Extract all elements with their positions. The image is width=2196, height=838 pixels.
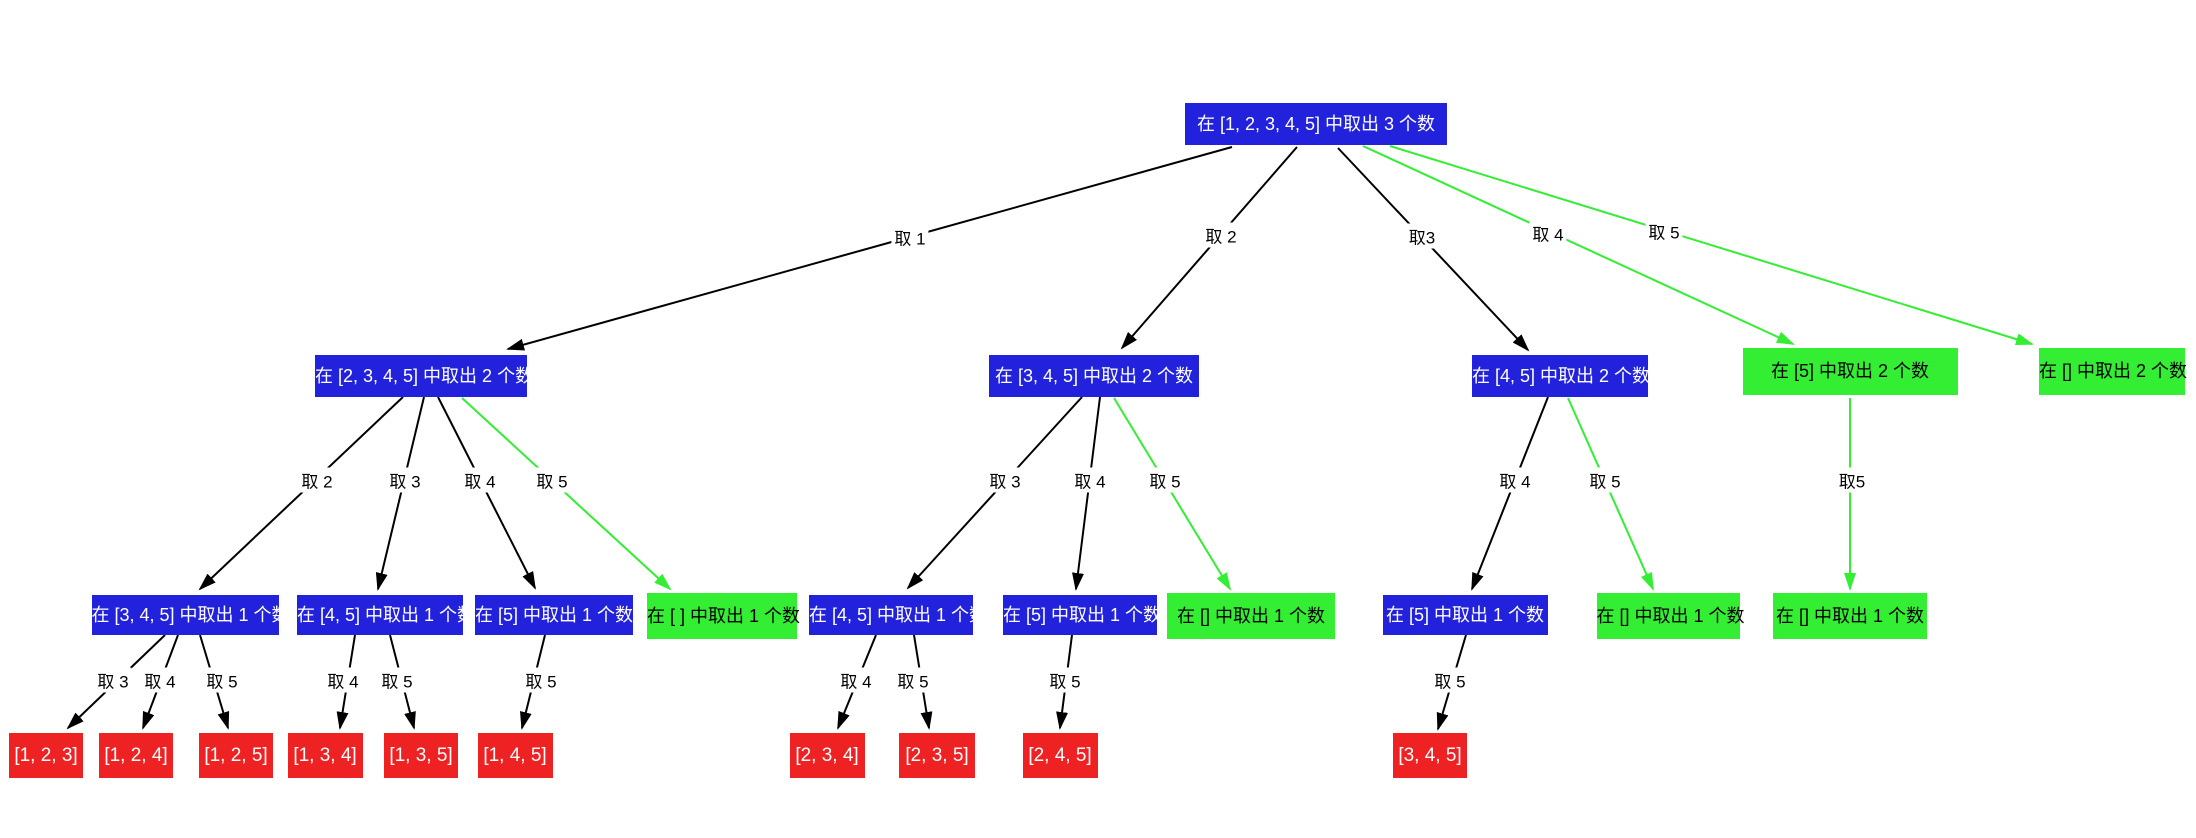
edge-label: 取 5 — [1586, 467, 1624, 493]
tree-node-leaf-245: [2, 4, 5] — [1022, 733, 1098, 778]
tree-node-leaf-123: [1, 2, 3] — [9, 733, 83, 778]
edge-label: 取 4 — [461, 467, 499, 493]
edge-label: 取 2 — [1202, 222, 1240, 248]
tree-edge — [1113, 397, 1232, 591]
tree-node-n3-empty-c: 在 [] 中取出 1 个数 — [1596, 593, 1745, 639]
tree-node-n3-345: 在 [3, 4, 5] 中取出 1 个数 — [91, 595, 290, 635]
edge-label: 取 4 — [1529, 220, 1567, 246]
tree-node-n3-empty-a: 在 [ ] 中取出 1 个数 — [647, 593, 800, 639]
tree-edge — [906, 396, 1083, 590]
edge-label: 取 3 — [94, 667, 132, 693]
tree-node-n3-45-b: 在 [4, 5] 中取出 1 个数 — [809, 595, 987, 635]
tree-edge — [506, 146, 1233, 351]
tree-edge — [198, 396, 404, 591]
edge-label: 取 4 — [837, 667, 875, 693]
tree-edge — [1471, 396, 1549, 591]
tree-node-leaf-235: [2, 3, 5] — [899, 733, 975, 778]
tree-node-leaf-135: [1, 3, 5] — [384, 733, 458, 778]
tree-edge — [1072, 396, 1101, 591]
tree-edge — [461, 397, 672, 591]
tree-edge — [375, 396, 425, 591]
tree-node-leaf-345: [3, 4, 5] — [1393, 733, 1467, 778]
edge-label: 取 4 — [1496, 467, 1534, 493]
edge-label: 取 5 — [522, 667, 560, 693]
tree-edge — [1567, 397, 1654, 591]
tree-edge — [1389, 145, 2034, 346]
edge-label: 取 4 — [324, 667, 362, 693]
tree-edge — [1120, 146, 1298, 350]
edge-label: 取 5 — [1431, 667, 1469, 693]
edge-label: 取 5 — [894, 667, 932, 693]
tree-node-n3-5-b: 在 [5] 中取出 1 个数 — [1003, 595, 1161, 635]
tree-node-n3-5-a: 在 [5] 中取出 1 个数 — [475, 595, 633, 635]
tree-edge — [1337, 147, 1530, 352]
tree-node-leaf-125: [1, 2, 5] — [199, 733, 273, 778]
edge-label: 取 2 — [298, 467, 336, 493]
edge-label: 取 5 — [1146, 467, 1184, 493]
tree-node-leaf-145: [1, 4, 5] — [477, 733, 553, 778]
tree-node-n2-5: 在 [5] 中取出 2 个数 — [1742, 348, 1958, 395]
tree-edge — [1362, 145, 1795, 345]
edge-label: 取 3 — [386, 467, 424, 493]
tree-node-n2-45: 在 [4, 5] 中取出 2 个数 — [1472, 355, 1650, 397]
edge-label: 取 1 — [891, 224, 929, 250]
tree-edge — [437, 396, 536, 590]
tree-node-n2-empty: 在 [] 中取出 2 个数 — [2039, 348, 2187, 395]
tree-node-root: 在 [1, 2, 3, 4, 5] 中取出 3 个数 — [1185, 103, 1447, 145]
edge-label: 取 5 — [1046, 667, 1084, 693]
edge-label: 取 5 — [203, 667, 241, 693]
tree-node-n2-345: 在 [3, 4, 5] 中取出 2 个数 — [989, 355, 1199, 397]
edge-label: 取5 — [1835, 467, 1869, 493]
edge-label: 取 5 — [378, 667, 416, 693]
edge-label: 取 5 — [1645, 218, 1683, 244]
tree-node-n3-empty-d: 在 [] 中取出 1 个数 — [1773, 593, 1927, 639]
tree-node-leaf-234: [2, 3, 4] — [789, 733, 865, 778]
edge-label: 取 4 — [1071, 467, 1109, 493]
edge-label: 取 4 — [141, 667, 179, 693]
tree-node-leaf-134: [1, 3, 4] — [287, 733, 363, 778]
edge-label: 取 5 — [533, 467, 571, 493]
tree-node-n2-2345: 在 [2, 3, 4, 5] 中取出 2 个数 — [315, 355, 533, 397]
edge-label: 取3 — [1405, 223, 1439, 249]
tree-node-n3-5-c: 在 [5] 中取出 1 个数 — [1382, 595, 1548, 635]
tree-node-n3-empty-b: 在 [] 中取出 1 个数 — [1167, 593, 1335, 639]
tree-node-leaf-124: [1, 2, 4] — [99, 733, 173, 778]
tree-node-n3-45-a: 在 [4, 5] 中取出 1 个数 — [297, 595, 475, 635]
edge-label: 取 3 — [986, 467, 1024, 493]
